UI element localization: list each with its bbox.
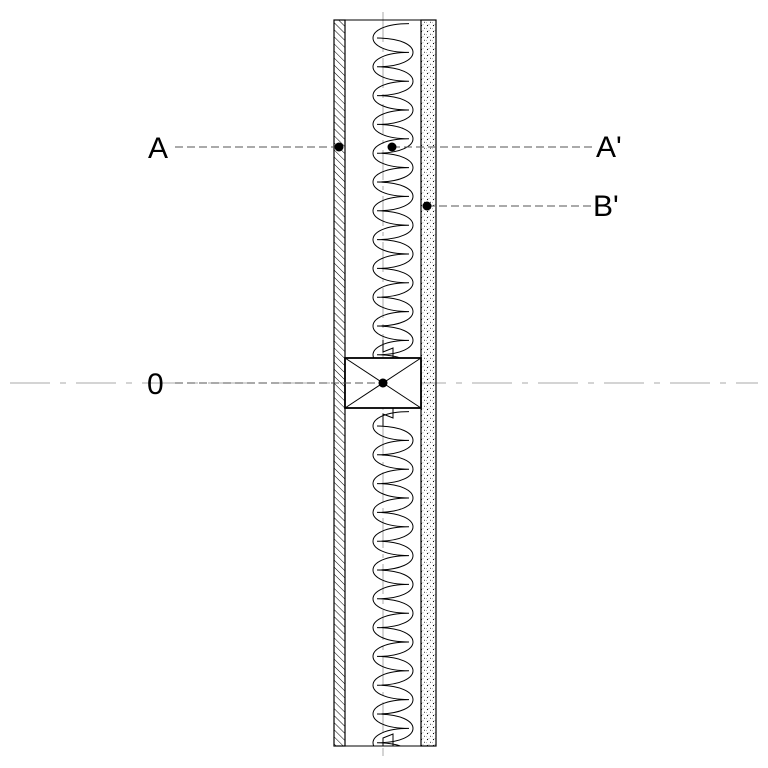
label-a: A: [148, 132, 168, 165]
point-a: [334, 142, 344, 152]
insulation-loops: [372, 23, 414, 358]
break-mark-bottom: [382, 408, 394, 426]
label-b-prime: B': [593, 190, 619, 223]
label-a-prime: A': [596, 131, 622, 164]
point-b-prime: [422, 201, 432, 211]
insulation-batt-top: [372, 23, 414, 358]
label-zero: 0: [147, 368, 164, 401]
point-zero: [378, 378, 388, 388]
break-mark-foot: [382, 733, 394, 746]
point-a-prime: [387, 142, 397, 152]
break-mark-top: [382, 340, 394, 358]
insulation-batt-bottom: [372, 411, 414, 746]
insulation-loops: [372, 411, 414, 746]
exterior-board-layer: [420, 19, 437, 747]
